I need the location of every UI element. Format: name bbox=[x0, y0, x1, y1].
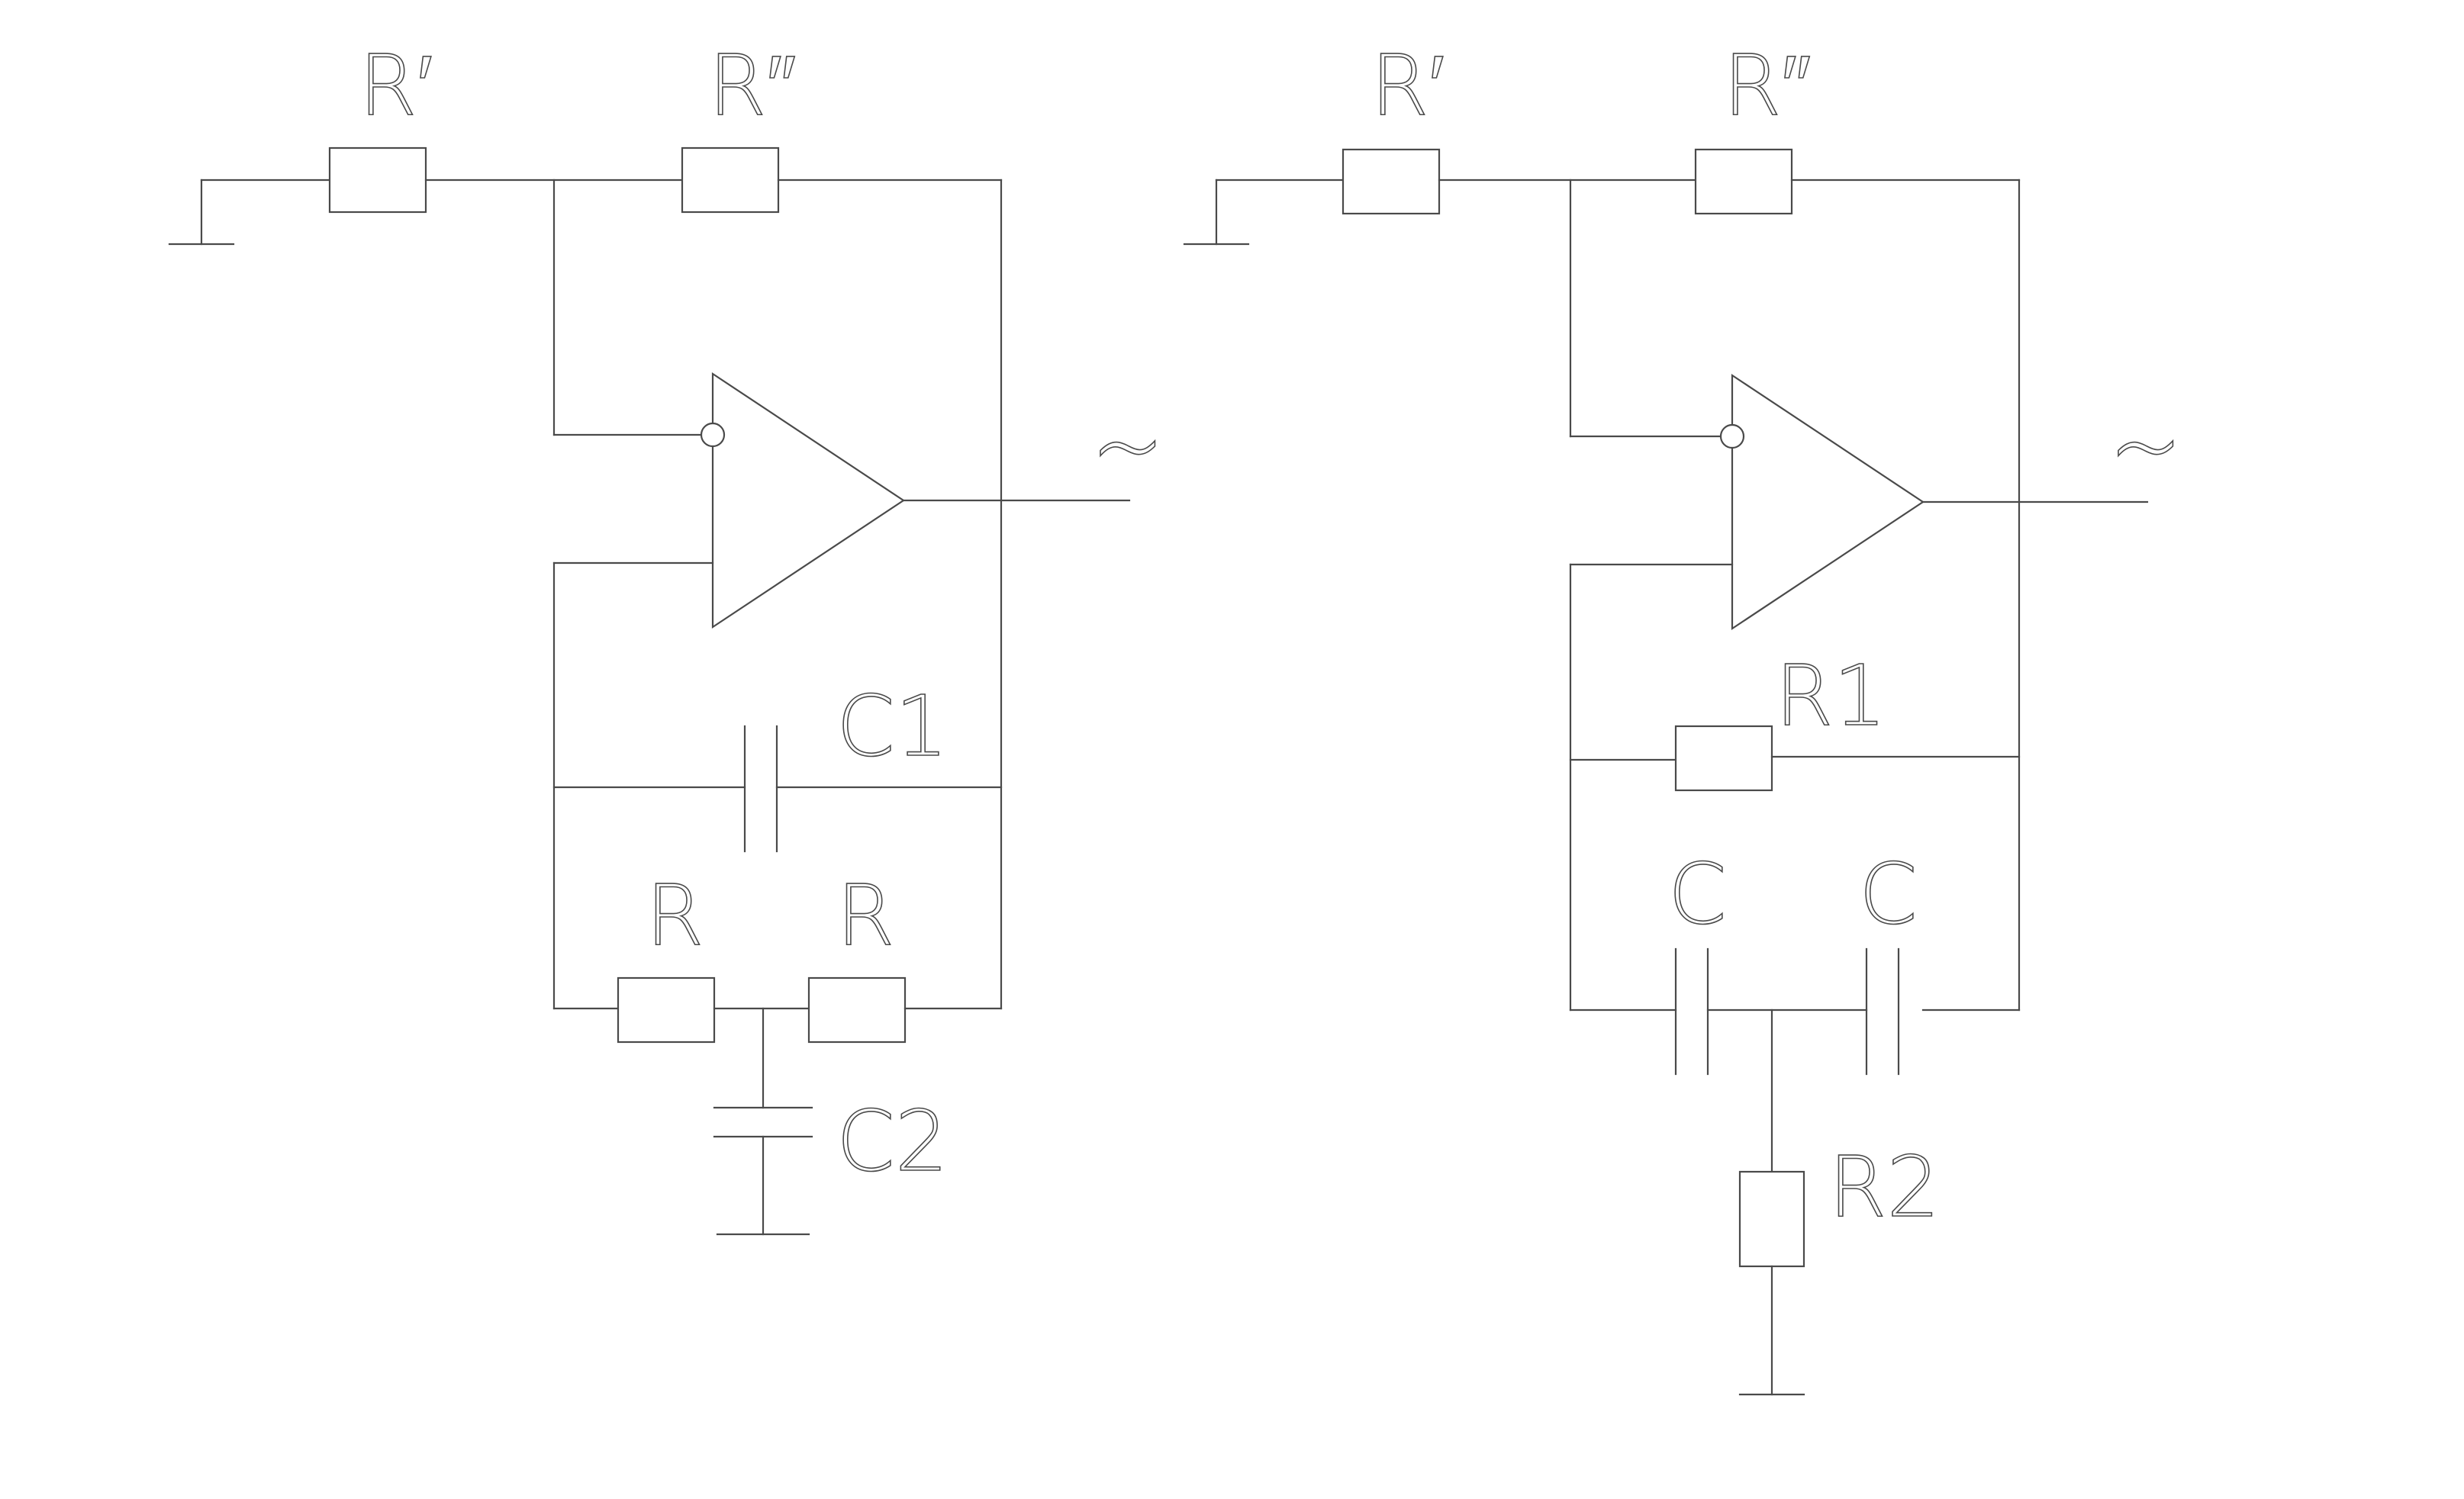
opamp-left bbox=[700, 372, 905, 629]
resistor-r-prime-left bbox=[328, 146, 427, 214]
resistor-r-left-b bbox=[807, 976, 907, 1044]
output-symbol-left: ∼ bbox=[1091, 383, 1164, 516]
capacitor-c1 bbox=[743, 725, 778, 853]
capacitor-c-right-b bbox=[1865, 947, 1900, 1076]
label-r1: R1 bbox=[1775, 647, 1886, 745]
label-c-right-b: C bbox=[1859, 845, 1918, 943]
inverting-input-marker-left bbox=[700, 422, 726, 448]
label-c1: C1 bbox=[836, 677, 949, 775]
opamp-right bbox=[1719, 373, 1924, 631]
resistor-r-prime-right bbox=[1342, 148, 1441, 215]
label-r-left-b: R bbox=[836, 867, 894, 964]
ground-symbol-right-top bbox=[1183, 179, 1345, 246]
label-r-double-prime-right: R″ bbox=[1723, 37, 1811, 134]
label-r-double-prime-left: R″ bbox=[708, 37, 796, 134]
ground-symbol-left-top bbox=[168, 179, 331, 246]
resistor-r1 bbox=[1674, 725, 1773, 792]
label-r-prime-left: R′ bbox=[359, 37, 433, 134]
label-c2: C2 bbox=[836, 1092, 949, 1190]
label-c-right-a: C bbox=[1668, 845, 1727, 943]
capacitor-c-right-a bbox=[1674, 947, 1709, 1076]
resistor-r-double-prime-right bbox=[1694, 148, 1793, 215]
resistor-r-double-prime-left bbox=[681, 146, 780, 214]
resistor-r-left-a bbox=[617, 976, 716, 1044]
label-r-left-a: R bbox=[646, 867, 704, 964]
circuit-left: R′ R″ ∼ C1 R bbox=[168, 36, 1164, 1236]
output-symbol-right: ∼ bbox=[2109, 383, 2182, 516]
resistor-r2 bbox=[1738, 1170, 1805, 1268]
capacitor-c2 bbox=[713, 1106, 813, 1138]
inverting-input-marker-right bbox=[1719, 423, 1745, 449]
circuit-right: R′ R″ ∼ R1 C bbox=[1183, 36, 2182, 1396]
label-r2: R2 bbox=[1828, 1138, 1940, 1236]
label-r-prime-right: R′ bbox=[1370, 37, 1445, 134]
